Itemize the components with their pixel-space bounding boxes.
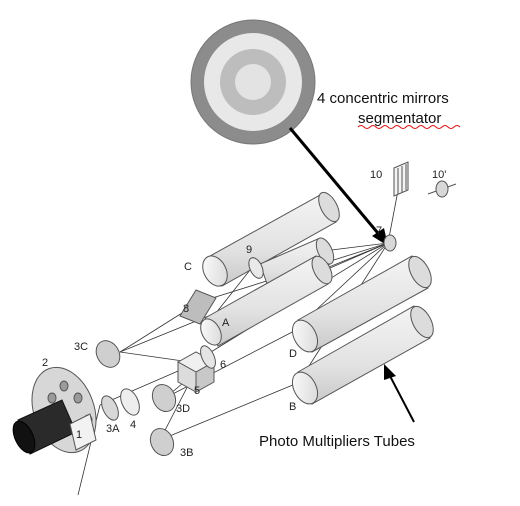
label-C: C — [184, 261, 192, 273]
label-3C: 3C — [74, 341, 88, 353]
label-9: 9 — [246, 244, 252, 256]
label-3B: 3B — [180, 447, 193, 459]
mirror-3C — [95, 340, 121, 368]
mirror-7 — [383, 234, 397, 252]
label-6: 6 — [220, 359, 226, 371]
pmt-tube-B — [291, 305, 434, 405]
grating-10 — [393, 161, 409, 197]
lens-4 — [120, 388, 140, 416]
label-B: B — [289, 401, 296, 413]
pmt-caption: Photo Multipliers Tubes — [259, 433, 415, 450]
label-7: 7 — [376, 225, 382, 237]
filter-8 — [179, 289, 217, 325]
beam-splitter-cube-5 — [176, 351, 216, 393]
segmentator-caption-line1: 4 concentric mirrors — [317, 90, 449, 107]
pmt-tube-C — [202, 191, 340, 287]
label-A: A — [222, 317, 230, 329]
spellcheck-underline — [357, 125, 461, 129]
lens-6 — [200, 345, 216, 369]
label-10: 10 — [370, 169, 382, 181]
label-2: 2 — [42, 357, 48, 369]
segmentator-caption-line2: segmentator — [358, 110, 441, 127]
prism-1 — [69, 413, 97, 451]
label-1: 1 — [76, 429, 82, 441]
pmt-pointer-arrow — [384, 364, 415, 423]
label-4: 4 — [130, 419, 136, 431]
label-3D: 3D — [176, 403, 190, 415]
mirror-3B — [149, 427, 175, 457]
pmt-tube-A — [200, 255, 333, 347]
lens-9 — [248, 257, 264, 279]
mirror-3A — [101, 395, 119, 421]
label-8: 8 — [183, 303, 189, 315]
label-10-prime: 10' — [432, 169, 446, 181]
label-5: 5 — [194, 385, 200, 397]
mirror-3D — [151, 383, 177, 413]
pmt-tube-D — [291, 255, 432, 353]
component-10-prime — [427, 180, 457, 198]
label-3A: 3A — [106, 423, 120, 435]
concentric-mirrors-segmentator — [190, 19, 316, 145]
label-D: D — [289, 348, 297, 360]
